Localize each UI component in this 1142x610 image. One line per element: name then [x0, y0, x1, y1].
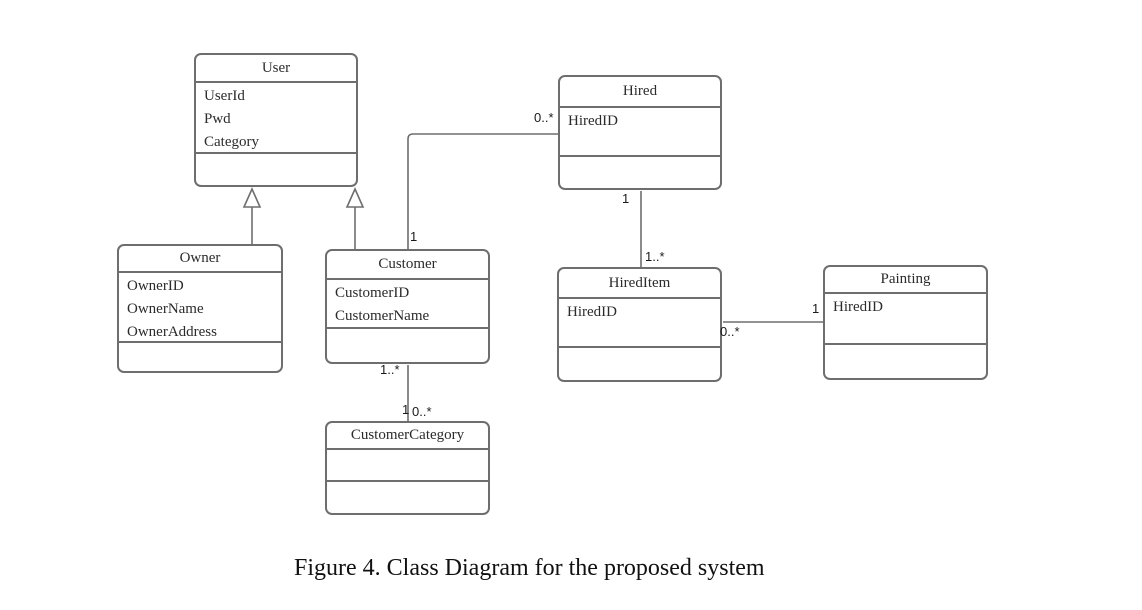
attribute: OwnerName [127, 301, 204, 317]
class-box-customer: Customer CustomerID CustomerName [325, 249, 490, 364]
association-line-customer-hired [407, 133, 558, 251]
attribute: CustomerName [335, 308, 430, 324]
multiplicity-customer-category-many: 0..* [412, 404, 432, 419]
class-box-customercategory: CustomerCategory [325, 421, 490, 515]
class-methods-owner [119, 343, 281, 371]
class-attributes-customercategory [327, 450, 488, 482]
multiplicity-customer-hired-customer-end: 1 [410, 229, 418, 244]
multiplicity-customer-category-customer-end: 1..* [380, 362, 400, 377]
multiplicity-hireditem-painting-item-end: 0..* [720, 324, 740, 339]
attribute: OwnerAddress [127, 324, 217, 340]
class-methods-customercategory [327, 482, 488, 513]
class-methods-customer [327, 329, 488, 362]
class-methods-hired [560, 157, 720, 188]
attribute: HiredID [567, 304, 617, 320]
class-box-painting: Painting HiredID [823, 265, 988, 380]
figure-caption: Figure 4. Class Diagram for the proposed… [294, 555, 765, 581]
class-attributes-hireditem: HiredID [559, 299, 720, 348]
attribute: HiredID [833, 299, 883, 315]
attribute: OwnerID [127, 278, 184, 294]
generalization-arrow-owner [242, 187, 262, 208]
class-title-customercategory: CustomerCategory [327, 423, 488, 450]
class-title-user: User [196, 55, 356, 83]
attribute: HiredID [568, 113, 618, 129]
class-title-customer: Customer [327, 251, 488, 280]
multiplicity-customer-category-one: 1 [402, 402, 410, 417]
multiplicity-hireditem-painting-painting-end: 1 [812, 301, 820, 316]
class-attributes-owner: OwnerID OwnerName OwnerAddress [119, 273, 281, 343]
class-box-hireditem: HiredItem HiredID [557, 267, 722, 382]
class-title-painting: Painting [825, 267, 986, 294]
class-title-hired: Hired [560, 77, 720, 108]
class-methods-hireditem [559, 348, 720, 380]
multiplicity-customer-hired-hired-end: 0..* [534, 110, 554, 125]
multiplicity-hired-hireditem-item-end: 1..* [645, 249, 665, 264]
class-attributes-painting: HiredID [825, 294, 986, 345]
attribute: Pwd [204, 111, 231, 127]
class-attributes-user: UserId Pwd Category [196, 83, 356, 154]
multiplicity-hired-hireditem-hired-end: 1 [622, 191, 630, 206]
class-box-owner: Owner OwnerID OwnerName OwnerAddress [117, 244, 283, 373]
attribute: UserId [204, 88, 245, 104]
class-attributes-customer: CustomerID CustomerName [327, 280, 488, 329]
attribute: Category [204, 134, 259, 150]
class-title-hireditem: HiredItem [559, 269, 720, 299]
attribute: CustomerID [335, 285, 410, 301]
class-methods-user [196, 154, 356, 185]
class-box-user: User UserId Pwd Category [194, 53, 358, 187]
class-attributes-hired: HiredID [560, 108, 720, 157]
class-box-hired: Hired HiredID [558, 75, 722, 190]
class-methods-painting [825, 345, 986, 378]
generalization-arrow-customer [345, 187, 365, 208]
class-title-owner: Owner [119, 246, 281, 273]
